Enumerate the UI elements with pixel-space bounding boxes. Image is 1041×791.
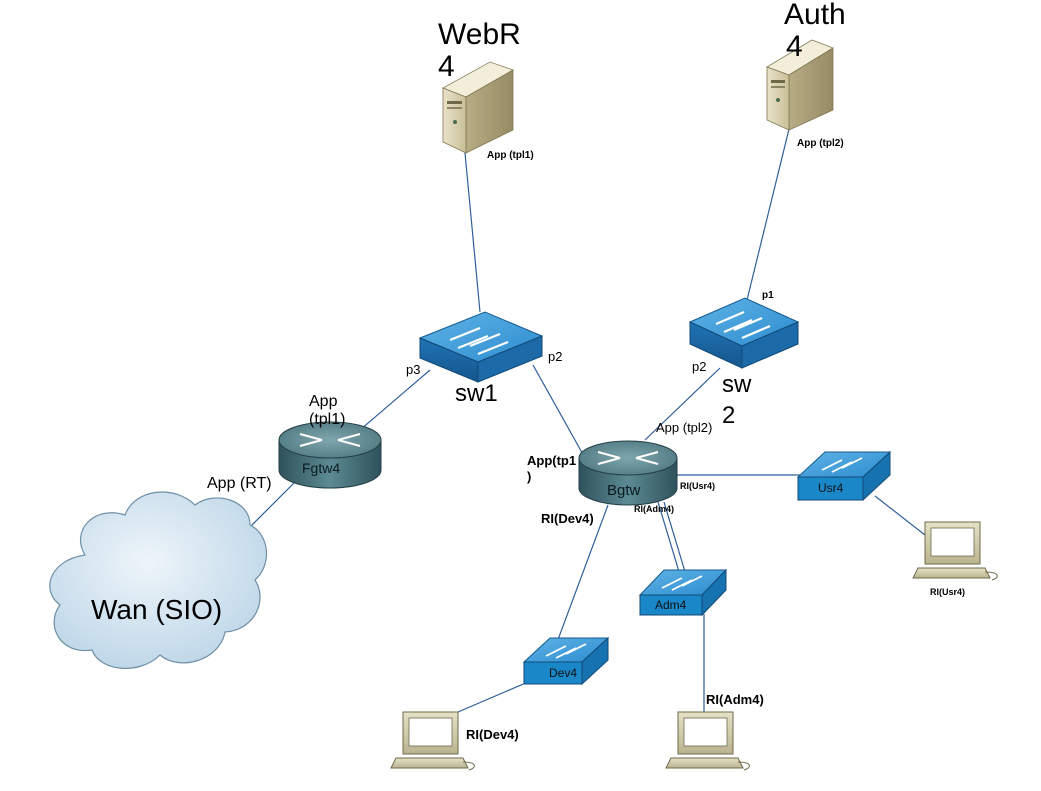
link-usr4-pc	[874, 495, 926, 536]
webr4-name-line1: WebR	[438, 18, 521, 51]
sw2-port-p1: p1	[762, 290, 774, 301]
router-fgtw4[interactable]	[278, 421, 382, 489]
link-webr4-sw1	[464, 152, 481, 313]
usr4-host-label: RI(Usr4)	[930, 587, 966, 597]
sw2-name-line2: 2	[722, 402, 736, 429]
auth4-iface-label: App (tpl2)	[797, 138, 844, 149]
fgtw4-iface-top-line2: (tpl1)	[309, 411, 346, 428]
dev4-switch-label: Dev4	[549, 666, 578, 680]
bgtw-iface-app-tpl2: App (tpl2)	[656, 420, 713, 435]
bgtw-iface-dev: RI(Dev4)	[541, 511, 594, 526]
wan-name: Wan (SIO)	[91, 594, 223, 625]
switch-dev4[interactable]	[522, 636, 610, 686]
sw1-port-p2: p2	[548, 349, 563, 364]
adm4-switch-label: Adm4	[655, 598, 687, 612]
dev4-host-label: RI(Dev4)	[466, 727, 519, 742]
bgtw-iface-adm: RI(Adm4)	[634, 504, 674, 514]
link-sw1-bgtw	[532, 364, 586, 459]
cloud-wan[interactable]	[49, 491, 268, 669]
sw1-name: sw1	[455, 380, 498, 407]
adm4-host-label: RI(Adm4)	[706, 692, 764, 707]
bgtw-name: Bgtw	[607, 482, 641, 499]
sw2-port-p2: p2	[692, 359, 707, 374]
bgtw-iface-usr: RI(Usr4)	[680, 481, 716, 491]
switch-sw1[interactable]	[418, 311, 544, 383]
link-bgtw-adm4-b	[663, 501, 687, 576]
usr4-switch-label: Usr4	[818, 481, 844, 495]
pc-adm4[interactable]	[665, 711, 750, 771]
link-bgtw-adm4	[657, 501, 681, 576]
bgtw-iface-app-line2: )	[527, 469, 532, 484]
bgtw-iface-app-line1: App(tp1	[527, 453, 577, 468]
link-auth4-sw2	[746, 124, 791, 301]
switch-sw2[interactable]	[688, 297, 800, 369]
server-auth4[interactable]	[766, 39, 834, 131]
router-bgtw[interactable]	[578, 440, 678, 506]
link-dev4-pc	[457, 681, 529, 713]
sw2-name-line1: sw	[722, 371, 752, 398]
link-sw1-fgtw4	[359, 369, 431, 431]
webr4-iface-label: App (tpl1)	[487, 150, 534, 161]
auth4-name-line2: 4	[786, 30, 803, 63]
pc-dev4[interactable]	[390, 711, 475, 771]
fgtw4-iface-wan: App (RT)	[207, 475, 272, 492]
sw1-port-p3: p3	[406, 362, 421, 377]
server-webr4[interactable]	[442, 61, 514, 154]
webr4-name-line2: 4	[438, 50, 455, 83]
switch-usr4[interactable]	[796, 450, 892, 502]
fgtw4-name: Fgtw4	[302, 460, 341, 476]
link-bgtw-dev4	[555, 504, 609, 646]
fgtw4-iface-top-line1: App	[309, 393, 338, 410]
switch-adm4[interactable]	[638, 568, 728, 617]
links	[231, 124, 926, 713]
auth4-name-line1: Auth	[784, 0, 846, 31]
link-sw2-bgtw	[644, 367, 721, 441]
pc-usr4[interactable]	[912, 521, 998, 581]
